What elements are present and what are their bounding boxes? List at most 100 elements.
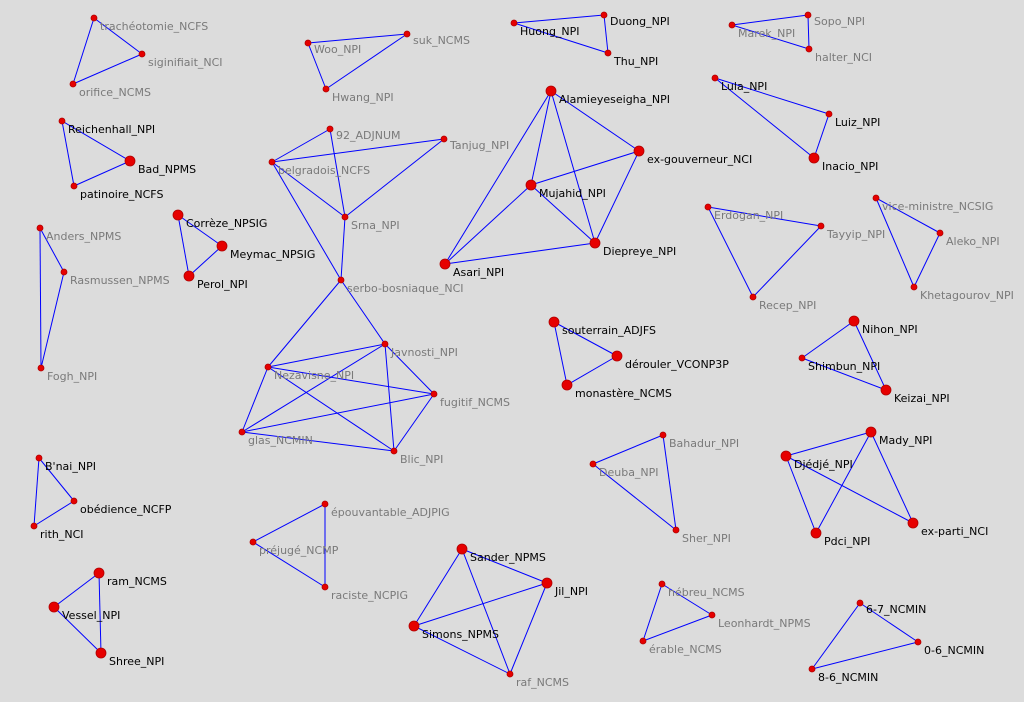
edge-obed-rith xyxy=(33,500,75,527)
node-khet[interactable] xyxy=(910,283,918,291)
node-hebreu[interactable] xyxy=(658,580,666,588)
node-glas[interactable] xyxy=(238,428,246,436)
node-nihon[interactable] xyxy=(848,315,860,327)
node-hwang[interactable] xyxy=(322,85,330,93)
node-woo[interactable] xyxy=(304,39,312,47)
node-srna[interactable] xyxy=(341,213,349,221)
node-marek[interactable] xyxy=(728,21,736,29)
node-belg[interactable] xyxy=(268,158,276,166)
node-meymac[interactable] xyxy=(216,240,228,252)
node-mady[interactable] xyxy=(865,426,877,438)
edge-srna-serbo xyxy=(340,216,346,281)
node-correze[interactable] xyxy=(172,209,184,221)
node-label-khet: Khetagourov_NPI xyxy=(920,289,1014,302)
node-suk[interactable] xyxy=(403,30,411,38)
node-reich[interactable] xyxy=(58,117,66,125)
node-shree[interactable] xyxy=(95,647,107,659)
node-jil[interactable] xyxy=(541,577,553,589)
node-label-huong: Huong_NPI xyxy=(520,25,580,38)
edge-woo-suk xyxy=(307,33,408,44)
node-label-keizai: Keizai_NPI xyxy=(894,392,950,405)
edge-luiz-inacio xyxy=(813,113,830,159)
node-sander[interactable] xyxy=(456,543,468,555)
node-javnosti[interactable] xyxy=(381,340,389,348)
edge-n92-srna xyxy=(329,128,346,218)
node-fugitif[interactable] xyxy=(430,390,438,398)
node-huong[interactable] xyxy=(510,19,518,27)
node-diep[interactable] xyxy=(589,237,601,249)
node-exgouv[interactable] xyxy=(633,145,645,157)
node-blic[interactable] xyxy=(390,447,398,455)
node-label-ram: ram_NCMS xyxy=(107,575,167,588)
node-duong[interactable] xyxy=(600,11,608,19)
node-souter[interactable] xyxy=(548,316,560,328)
node-exparti[interactable] xyxy=(907,517,919,529)
node-label-exgouv: ex-gouverneur_NCI xyxy=(647,153,752,166)
node-lula[interactable] xyxy=(711,74,719,82)
node-pat[interactable] xyxy=(70,182,78,190)
node-perol[interactable] xyxy=(183,270,195,282)
node-leon[interactable] xyxy=(708,611,716,619)
node-luiz[interactable] xyxy=(825,110,833,118)
node-ram[interactable] xyxy=(93,567,105,579)
node-aleko[interactable] xyxy=(936,229,944,237)
node-raciste[interactable] xyxy=(321,583,329,591)
edge-bnai-obed xyxy=(38,457,75,502)
node-keizai[interactable] xyxy=(880,384,892,396)
node-halter[interactable] xyxy=(805,45,813,53)
node-label-mady: Mady_NPI xyxy=(879,434,932,447)
node-label-raf: raf_NCMS xyxy=(516,676,569,689)
node-rith[interactable] xyxy=(30,522,38,530)
node-recep[interactable] xyxy=(749,293,757,301)
node-n67[interactable] xyxy=(856,599,864,607)
node-sopo[interactable] xyxy=(804,11,812,19)
node-shimbun[interactable] xyxy=(798,354,806,362)
node-deuba[interactable] xyxy=(589,460,597,468)
edge-nihon-keizai xyxy=(853,320,887,391)
node-orif[interactable] xyxy=(69,80,77,88)
node-nezav[interactable] xyxy=(264,363,272,371)
node-label-vice: vice-ministre_NCSIG xyxy=(882,200,993,213)
node-erdogan[interactable] xyxy=(704,203,712,211)
edge-trach-sig xyxy=(93,17,143,55)
node-thu[interactable] xyxy=(604,49,612,57)
node-label-tayyip: Tayyip_NPI xyxy=(826,228,885,241)
node-anders[interactable] xyxy=(36,224,44,232)
node-bnai[interactable] xyxy=(35,454,43,462)
node-n92[interactable] xyxy=(326,125,334,133)
node-raf[interactable] xyxy=(506,670,514,678)
node-n06[interactable] xyxy=(914,638,922,646)
node-simons[interactable] xyxy=(408,620,420,632)
node-n86[interactable] xyxy=(808,665,816,673)
node-sher[interactable] xyxy=(672,526,680,534)
node-label-rasm: Rasmussen_NPMS xyxy=(70,274,170,287)
edge-orif-trach xyxy=(72,17,95,85)
node-vessel[interactable] xyxy=(48,601,60,613)
node-label-shimbun: Shimbun_NPI xyxy=(808,360,880,373)
node-derouler[interactable] xyxy=(611,350,623,362)
node-serbo[interactable] xyxy=(337,276,345,284)
node-bahadur[interactable] xyxy=(659,431,667,439)
node-alam[interactable] xyxy=(545,85,557,97)
node-mujahid[interactable] xyxy=(525,179,537,191)
node-label-n06: 0-6_NCMIN xyxy=(924,644,984,657)
node-asari[interactable] xyxy=(439,258,451,270)
node-fogh[interactable] xyxy=(37,364,45,372)
node-vice[interactable] xyxy=(872,194,880,202)
node-epouv[interactable] xyxy=(321,500,329,508)
node-bad[interactable] xyxy=(124,155,136,167)
edge-ram-vessel xyxy=(53,572,100,608)
node-pdci[interactable] xyxy=(810,527,822,539)
node-djedje[interactable] xyxy=(780,450,792,462)
node-tanjug[interactable] xyxy=(440,135,448,143)
node-tayyip[interactable] xyxy=(817,222,825,230)
node-trach[interactable] xyxy=(90,14,98,22)
node-rasm[interactable] xyxy=(60,268,68,276)
node-erable[interactable] xyxy=(639,637,647,645)
node-inacio[interactable] xyxy=(808,152,820,164)
edge-marek-sopo xyxy=(731,14,809,26)
node-sig[interactable] xyxy=(138,50,146,58)
node-obed[interactable] xyxy=(70,497,78,505)
node-monast[interactable] xyxy=(561,379,573,391)
node-prejuge[interactable] xyxy=(249,538,257,546)
